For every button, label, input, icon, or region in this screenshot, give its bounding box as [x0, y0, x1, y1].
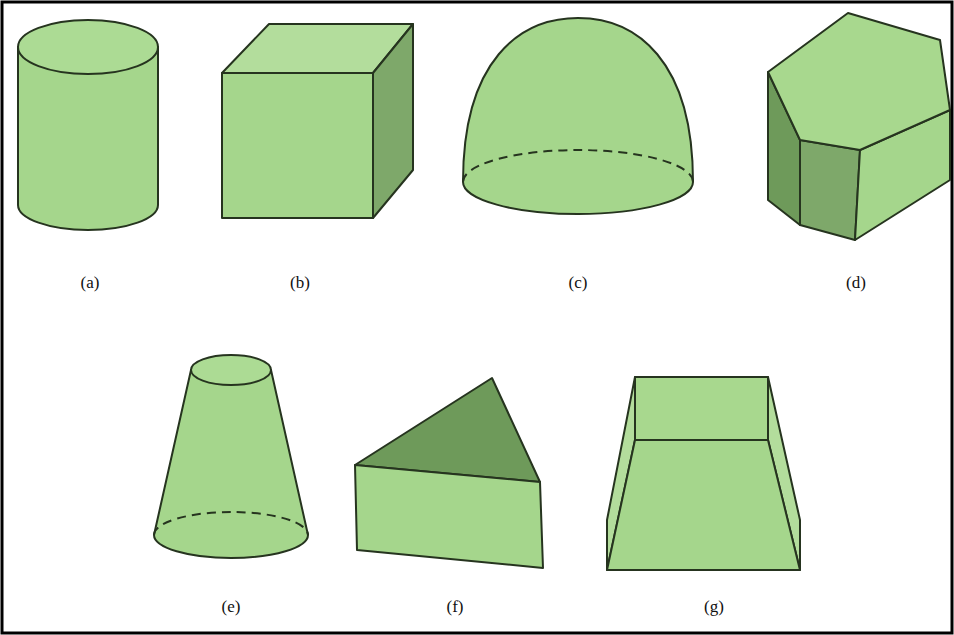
shape-label: (a) — [81, 273, 100, 293]
dome — [463, 18, 693, 214]
shape-label: (e) — [222, 597, 241, 617]
cylinder — [18, 20, 158, 230]
shape-label: (f) — [447, 597, 464, 617]
shape-label: (b) — [290, 273, 310, 293]
trapezoid-box — [607, 377, 800, 570]
hexagonal-prism — [768, 13, 950, 240]
shape-label: (c) — [569, 273, 588, 293]
cube — [222, 24, 413, 218]
shape-label: (d) — [846, 273, 866, 293]
shape-label: (g) — [704, 597, 724, 617]
triangular-prism — [355, 378, 543, 568]
frustum — [154, 355, 308, 558]
